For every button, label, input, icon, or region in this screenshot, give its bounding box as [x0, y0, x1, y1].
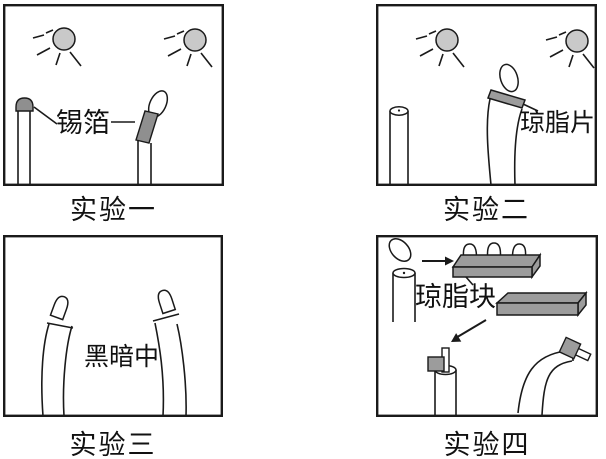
seedling-capped	[15, 97, 34, 185]
plate-front	[452, 266, 533, 278]
block-front	[496, 302, 579, 316]
label-leader-line	[465, 276, 474, 286]
seedling-bending-away	[517, 336, 592, 416]
arrow-down-left-icon	[451, 319, 487, 342]
cut-mark	[402, 271, 406, 275]
seedling-sleeved-bending	[135, 90, 169, 185]
sun-icon	[32, 27, 82, 67]
tinfoil-label: 锡箔	[56, 108, 110, 138]
panel-border	[376, 4, 598, 187]
stump-with-agar-block	[427, 347, 457, 416]
caption-experiment-4: 实验四	[443, 430, 531, 459]
label-leader-line	[33, 106, 58, 125]
label-leader-line	[522, 103, 539, 112]
sun-icon	[415, 28, 465, 68]
agar-block-label: 琼脂块	[415, 282, 496, 312]
agar-slice	[487, 89, 526, 109]
agar-slice-label: 琼脂片	[520, 109, 595, 137]
decapitated-stump	[389, 106, 409, 185]
seedling-tip	[49, 293, 71, 321]
caption-experiment-3: 实验三	[69, 430, 157, 459]
panel-border	[376, 235, 599, 418]
caption-experiment-1: 实验一	[70, 195, 157, 225]
panel-border	[3, 235, 224, 418]
panel-experiment-1: 锡箔	[3, 4, 225, 187]
agar-block-on-stump	[427, 356, 445, 372]
panel-border	[3, 4, 225, 187]
sun-icon	[545, 29, 595, 69]
seedling-agar-slice-bending	[486, 63, 526, 186]
tinfoil-sleeve	[135, 110, 159, 144]
agar-block-on-tip	[558, 336, 582, 360]
agar-plate-with-tips	[451, 242, 542, 280]
seedling-tip	[499, 63, 519, 93]
tinfoil-cap	[15, 97, 34, 112]
block-top	[495, 292, 588, 304]
sun-icon	[163, 28, 213, 68]
caption-experiment-2: 实验二	[443, 195, 530, 225]
plate-top	[451, 254, 542, 268]
seedling-tip	[155, 287, 177, 315]
detached-tip	[388, 238, 412, 262]
panel-experiment-3: 黑暗中	[3, 235, 224, 418]
panel-experiment-4: 琼脂块	[376, 235, 599, 418]
panel-experiment-2: 琼脂片	[376, 4, 598, 187]
cut-mark	[397, 109, 401, 112]
darkness-label: 黑暗中	[84, 343, 159, 371]
seedling-dark-right	[152, 287, 187, 417]
stump-with-removed-tip	[388, 238, 416, 322]
arrow-right-icon	[422, 256, 454, 266]
seedling-dark-left	[41, 293, 74, 417]
agar-block	[495, 290, 588, 318]
